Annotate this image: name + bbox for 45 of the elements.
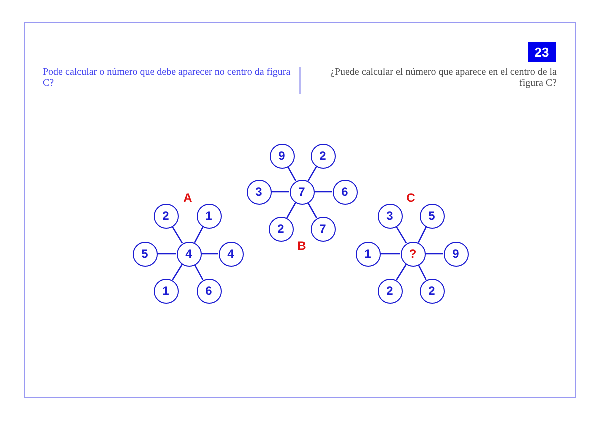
figure-letter: C — [406, 191, 416, 205]
number-circle: 6 — [196, 278, 222, 304]
connector-line — [314, 191, 332, 193]
number-circle: 2 — [378, 278, 402, 304]
number-circle: 1 — [154, 278, 178, 304]
page-number: 23 — [528, 42, 556, 62]
number-circle: 9 — [270, 144, 294, 168]
connector-line — [158, 253, 176, 255]
number-circle: 7 — [290, 180, 314, 204]
connector-line — [272, 191, 290, 193]
number-circle: 5 — [420, 204, 444, 228]
question-text: Pode calcular o número que debe aparecer no centro da figura C? — [43, 67, 292, 89]
number-circle: 4 — [218, 242, 244, 266]
number-circle: 1 — [196, 204, 222, 228]
number-circle: 2 — [268, 216, 294, 242]
connector-line — [194, 226, 204, 244]
connector-line — [288, 166, 296, 182]
number-circle: 6 — [332, 180, 358, 204]
question-text: ¿Puede calcular el número que aparece en el centro de la figura C? — [329, 67, 557, 89]
number-circle: 3 — [246, 180, 272, 204]
connector-line — [380, 253, 400, 255]
number-circle: 2 — [420, 278, 444, 304]
connector-line — [418, 226, 427, 244]
figure-letter: B — [296, 239, 308, 253]
connector-line — [286, 202, 296, 218]
connector-line — [194, 264, 204, 280]
connector-line — [418, 264, 427, 280]
connector-line — [426, 253, 444, 255]
number-circle: 3 — [378, 204, 402, 228]
connector-line — [396, 226, 408, 244]
figure-letter: A — [182, 191, 194, 205]
connector-line — [308, 166, 318, 182]
number-circle: 1 — [356, 242, 380, 266]
number-circle: 9 — [444, 242, 468, 266]
number-circle: 7 — [310, 216, 336, 242]
unknown-number-circle: ? — [400, 242, 426, 266]
number-circle: 5 — [132, 242, 158, 266]
connector-line — [172, 264, 183, 281]
number-circle: 4 — [176, 242, 202, 266]
connector-line — [172, 226, 184, 244]
connector-line — [308, 202, 318, 218]
number-circle: 2 — [154, 204, 178, 228]
connector-line — [202, 253, 218, 255]
number-circle: 2 — [310, 144, 336, 168]
connector-line — [396, 264, 407, 281]
